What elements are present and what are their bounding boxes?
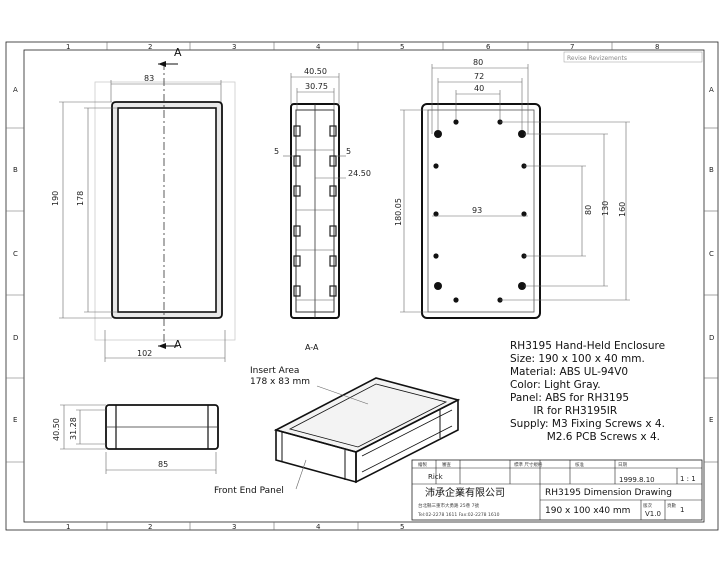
back-height-right2-dim: 130 xyxy=(601,201,610,216)
zone-left-e: E xyxy=(13,416,17,424)
tb-version: V1.0 xyxy=(645,510,661,518)
zone-left-d: D xyxy=(13,334,18,342)
end-width-dim: 85 xyxy=(158,460,168,469)
back-view xyxy=(421,103,541,319)
front-dim-lines xyxy=(59,80,226,362)
front-end-panel-label: Front End Panel xyxy=(214,486,284,496)
zone-top-2: 2 xyxy=(148,43,152,51)
back-height-right1-dim: 80 xyxy=(584,205,593,215)
zone-top-3: 3 xyxy=(232,43,236,51)
end-height-inner-dim: 31.28 xyxy=(69,417,78,440)
section-view-label: A-A xyxy=(305,343,319,352)
back-width-inner-dim: 40 xyxy=(474,84,484,93)
spec-line: Color: Light Gray. xyxy=(510,379,601,391)
tb-header-check: 審查 xyxy=(442,461,451,468)
zone-ticks xyxy=(6,42,718,530)
end-view xyxy=(105,404,219,450)
insert-area-size: 178 x 83 mm xyxy=(250,377,310,387)
back-height-left-dim: 180.05 xyxy=(394,198,403,226)
front-width-dim: 83 xyxy=(144,74,154,83)
tb-version-label: 版次 xyxy=(643,502,652,509)
zone-top-8: 8 xyxy=(655,43,659,51)
section-marker-top: A xyxy=(174,46,182,59)
spec-line: Panel: ABS for RH3195 xyxy=(510,392,629,404)
tb-drawing-title: RH3195 Dimension Drawing xyxy=(545,488,672,498)
zone-left-a: A xyxy=(13,86,18,94)
zone-right-b: B xyxy=(709,166,714,174)
tb-drawn-by: Rick xyxy=(428,473,444,481)
front-bottom-dim: 102 xyxy=(137,349,152,358)
iso-leader-lines xyxy=(295,385,369,490)
back-height-right3-dim: 160 xyxy=(618,202,627,217)
zone-top-5: 5 xyxy=(400,43,404,51)
zone-top-7: 7 xyxy=(570,43,574,51)
zone-right-e: E xyxy=(709,416,713,424)
tb-address: 台北縣三重市大勇路 25巷 7號 xyxy=(418,502,479,509)
tb-header-approve: 核准 xyxy=(575,461,584,468)
zone-bottom-5: 5 xyxy=(400,523,404,531)
section-depth-dim: 24.50 xyxy=(348,169,371,178)
front-height-inner-dim: 178 xyxy=(76,191,85,206)
zone-top-4: 4 xyxy=(316,43,321,51)
tb-phone: Tel:02-2278 1611 Fax:02-2278 1610 xyxy=(417,512,500,518)
zone-left-b: B xyxy=(13,166,18,174)
end-height-outer-dim: 40.50 xyxy=(52,418,61,441)
spec-notes: RH3195 Hand-Held Enclosure Size: 190 x 1… xyxy=(510,340,665,443)
back-center-dim: 93 xyxy=(472,206,482,215)
tb-page: 1 xyxy=(680,506,684,514)
spec-line: M2.6 PCB Screws x 4. xyxy=(510,431,660,443)
inner-border xyxy=(23,49,705,523)
zone-top-1: 1 xyxy=(66,43,70,51)
tb-scale: 1 : 1 xyxy=(680,475,696,483)
tb-header-drawn: 繪製 xyxy=(418,461,427,468)
insert-area-label: Insert Area xyxy=(250,366,299,376)
zone-top-6: 6 xyxy=(486,43,491,51)
zone-right-d: D xyxy=(709,334,714,342)
zone-right-a: A xyxy=(709,86,714,94)
zone-bottom-1: 1 xyxy=(66,523,70,531)
front-view xyxy=(94,61,236,349)
title-block: 繪製 審查 標準 尺寸規格 核准 日期 Rick 1999.8.10 1 : 1… xyxy=(411,459,703,521)
tb-company: 沛承企業有限公司 xyxy=(425,486,505,499)
section-width-inner-dim: 30.75 xyxy=(305,82,328,91)
zone-bottom-4: 4 xyxy=(316,523,321,531)
section-view xyxy=(290,103,340,319)
spec-line: Size: 190 x 100 x 40 mm. xyxy=(510,353,645,365)
tb-page-label: 頁數 xyxy=(667,502,676,509)
spec-line: RH3195 Hand-Held Enclosure xyxy=(510,340,665,352)
back-dim-lines xyxy=(400,64,630,313)
section-left-wall-dim: 5 xyxy=(274,147,279,156)
spec-line: IR for RH3195IR xyxy=(510,405,617,417)
zone-bottom-2: 2 xyxy=(148,523,152,531)
tb-date: 1999.8.10 xyxy=(619,476,655,484)
tb-header-date: 日期 xyxy=(618,462,627,468)
section-width-outer-dim: 40.50 xyxy=(304,67,327,76)
back-width-outer-dim: 80 xyxy=(473,58,483,67)
zone-right-c: C xyxy=(709,250,714,258)
section-dim-lines xyxy=(283,73,346,179)
tb-header-std: 標準 尺寸規格 xyxy=(514,461,543,468)
revision-box xyxy=(563,51,703,63)
front-height-outer-dim: 190 xyxy=(51,191,60,206)
zone-left-c: C xyxy=(13,250,18,258)
tb-size: 190 x 100 x40 mm xyxy=(545,506,630,516)
spec-line: Supply: M3 Fixing Screws x 4. xyxy=(510,418,665,430)
back-width-mid-dim: 72 xyxy=(474,72,484,81)
end-dim-lines xyxy=(60,404,217,474)
zone-bottom-3: 3 xyxy=(232,523,236,531)
revision-label: Revise Revizements xyxy=(567,55,627,62)
spec-line: Material: ABS UL-94V0 xyxy=(510,366,628,378)
section-right-wall-dim: 5 xyxy=(346,147,351,156)
section-marker-bottom: A xyxy=(174,338,182,351)
